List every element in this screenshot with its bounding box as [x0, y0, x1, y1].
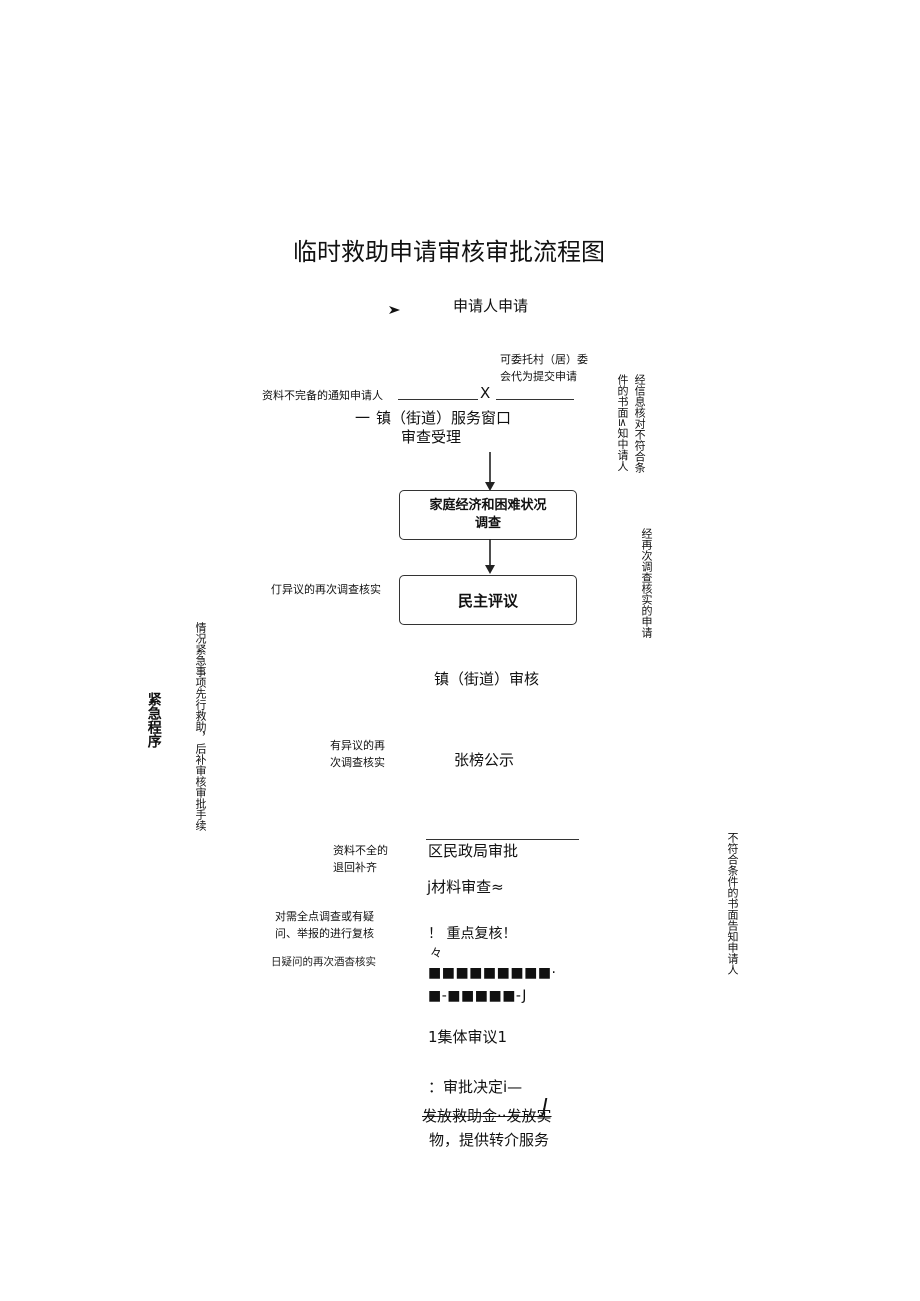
x-mark: X	[480, 384, 491, 402]
node-accept: 审查受理	[401, 428, 462, 446]
squares-row-1: ■■■■■■■■■·	[428, 965, 557, 981]
node-decision: ：审批决定i—	[428, 1078, 523, 1096]
node-publicity: 张榜公示	[454, 751, 515, 769]
page-title: 临时救助申请审核审批流程图	[293, 238, 605, 266]
arrow-right-icon	[389, 306, 400, 314]
side-note-right-3: 不符合条件的书面告知申请人	[726, 832, 740, 975]
node-town-audit: 镇（街道）审核	[434, 670, 540, 688]
note-entrust: 可委托村（居）委 会代为提交申请	[500, 353, 588, 384]
node-key-review: ！ 重点复核！	[428, 926, 517, 942]
note-objection-recheck: 仃异议的再次调查核实	[271, 583, 381, 596]
node-apply: 申请人申请	[453, 297, 529, 315]
node-review-box: 民主评议	[399, 575, 577, 625]
label-emergency-procedure: 紧急程序	[145, 692, 162, 748]
connector-line	[496, 399, 574, 400]
node-release-line-2: 物，提供转介服务	[429, 1131, 550, 1149]
note-doubt-recheck: 日疑问的再次酒杳核实	[271, 956, 376, 968]
node-district: 区民政局审批	[428, 842, 519, 860]
note-key-check: 对需全点调查或有疑 问、举报的进行复核	[275, 910, 374, 941]
arrow-down-icon	[485, 452, 495, 491]
node-window: 镇（街道）服务窗口	[376, 409, 512, 427]
note-objection-recheck-2: 有异议的再 次调查核实	[330, 739, 385, 770]
side-note-emergency: 情况紧急事项先行救助，后补审核审批手续	[194, 622, 208, 831]
node-collective: 1集体审议1	[428, 1028, 508, 1046]
connector-line	[398, 399, 478, 400]
tilde-mark: 々	[430, 946, 443, 960]
arrow-down-icon	[485, 539, 495, 574]
connector-line	[426, 839, 579, 840]
squares-row-2: ■-■■■■■-J	[428, 988, 527, 1004]
note-incomplete-return: 资料不全的 退回补齐	[333, 844, 388, 875]
node-release-line-1: 发放救助金··发放实	[422, 1107, 552, 1125]
side-note-right-2: 经再次调查核实的申请	[640, 528, 654, 638]
node-material-check: j材料审查≈	[427, 878, 504, 896]
side-note-right-1: 经信息核对不符合条 件的书面≤知中请人	[616, 374, 647, 473]
note-notify-incomplete: 资料不完备的通知申请人	[262, 389, 383, 402]
node-survey-box: 家庭经济和困难状况 调查	[399, 490, 577, 540]
dash-mark: 一	[355, 409, 371, 427]
release-j-mark: J	[542, 1094, 548, 1118]
